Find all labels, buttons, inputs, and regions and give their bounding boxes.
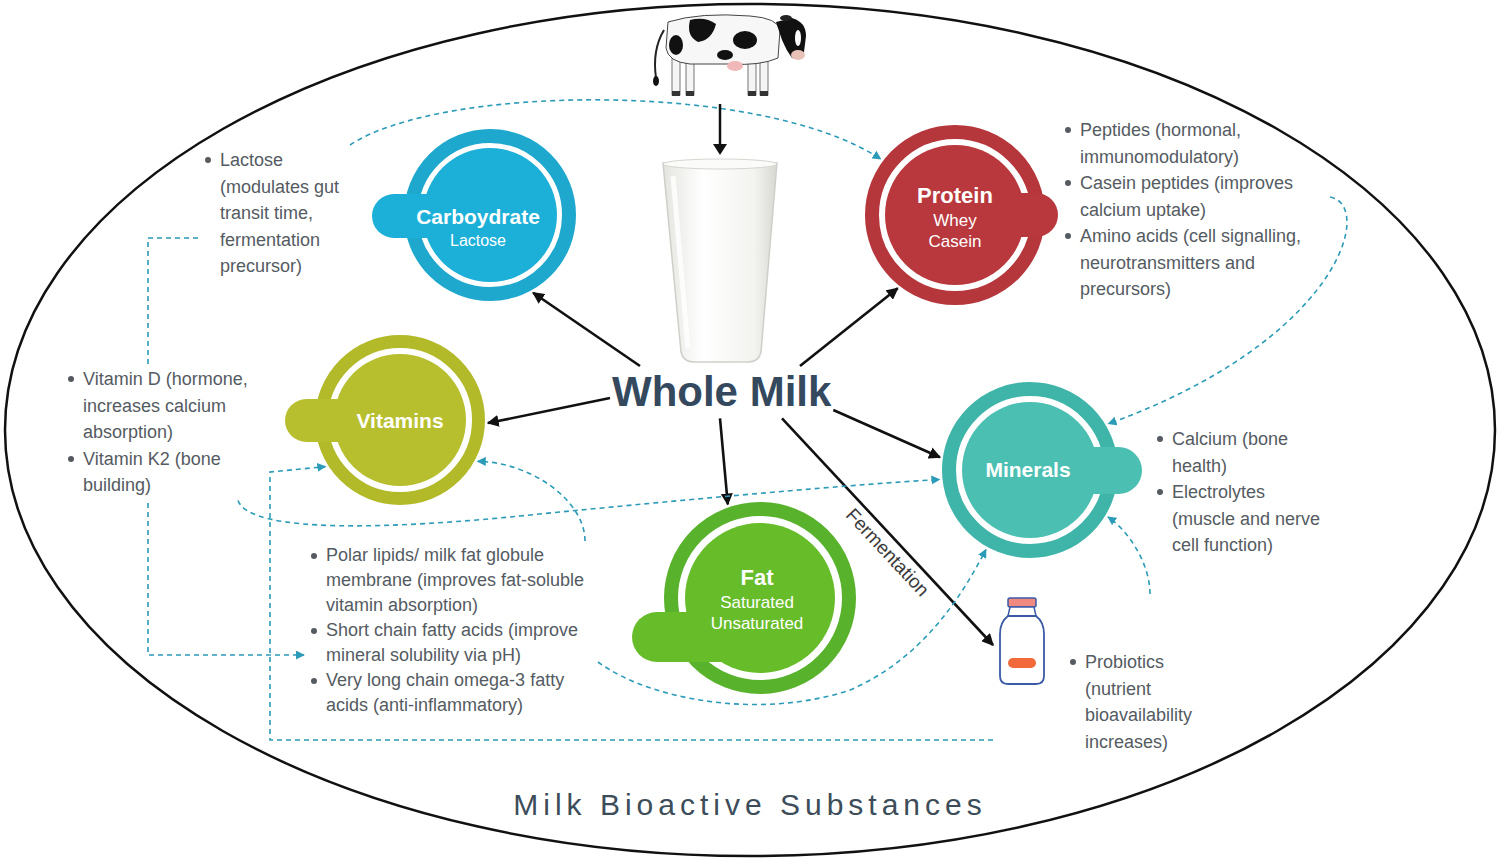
circle-subtext: Lactose (450, 231, 506, 250)
circle-heading: Minerals (985, 457, 1070, 482)
bullet-column: Peptides (hormonal, immunomodulatory)Cas… (1060, 117, 1328, 303)
bullet-text: Probiotics (nutrient bioavailability inc… (1085, 649, 1215, 755)
title-holder: Milk Bioactive Substances (0, 788, 1500, 822)
circle-ring (949, 389, 1111, 551)
nutrient-circle: Vitamins (315, 335, 485, 505)
nutrient-circle: ProteinWhey Casein (865, 125, 1045, 305)
bullet-dot (311, 628, 317, 634)
bullet-item: Electrolytes (muscle and nerve cell func… (1152, 479, 1328, 559)
bullet-item: Very long chain omega-3 fatty acids (ant… (306, 668, 596, 718)
circle-text-holder: CarboydrateLactose (416, 204, 540, 250)
bullet-item: Vitamin K2 (bone building) (63, 446, 258, 499)
bullet-list: Calcium (bone health)Electrolytes (muscl… (1152, 426, 1328, 559)
ellipse-line (5, 4, 1495, 856)
milk-glass (663, 159, 777, 362)
bullet-item: Probiotics (nutrient bioavailability inc… (1065, 649, 1215, 755)
bullet-dot (1065, 233, 1071, 239)
dashed-link (350, 100, 881, 159)
circle-heading: Carboydrate (416, 204, 540, 229)
bullet-text: Vitamin K2 (bone building) (83, 446, 258, 499)
bullet-text: Peptides (hormonal, immunomodulatory) (1080, 117, 1328, 170)
bullet-text: Calcium (bone health) (1172, 426, 1328, 479)
circle-heading: Protein (917, 183, 993, 209)
circle-text-holder: Vitamins (356, 408, 443, 433)
bullet-list: Peptides (hormonal, immunomodulatory)Cas… (1060, 117, 1328, 303)
dashed-link (270, 467, 993, 740)
region-title: Milk Bioactive Substances (513, 788, 987, 822)
bullet-column: Calcium (bone health)Electrolytes (muscl… (1152, 426, 1328, 559)
circle-heading: Vitamins (356, 408, 443, 433)
arrow-link (800, 288, 898, 366)
bullet-dot (68, 456, 74, 462)
arrow-link (533, 293, 640, 366)
bullet-column: Polar lipids/ milk fat globule membrane … (306, 543, 596, 718)
bullet-item: Polar lipids/ milk fat globule membrane … (306, 543, 596, 618)
circle-core (885, 145, 1025, 285)
bullet-column: Lactose (modulates gut transit time, fer… (200, 147, 360, 280)
dashed-link (478, 461, 585, 541)
bullet-column: Vitamin D (hormone, increases calcium ab… (63, 366, 258, 499)
circle-ring (872, 132, 1038, 298)
circle-subtext: Whey Casein (924, 212, 986, 253)
nutrient-circle: CarboydrateLactose (404, 129, 576, 301)
circle-ring (411, 136, 569, 294)
bullet-item: Casein peptides (improves calcium uptake… (1060, 170, 1328, 223)
circle-subtext: Saturated Unsaturated (701, 594, 813, 635)
bullet-item: Short chain fatty acids (improve mineral… (306, 618, 596, 668)
bullet-item: Amino acids (cell signalling, neurotrans… (1060, 223, 1328, 303)
arrow-link (720, 418, 728, 504)
nutrient-circle: FatSaturated Unsaturated (664, 502, 856, 694)
nutrient-circle: Minerals (942, 382, 1118, 558)
central-label: Whole Milk (612, 368, 831, 416)
bullet-dot (1157, 436, 1163, 442)
bullet-dot (1070, 659, 1076, 665)
bullet-item: Lactose (modulates gut transit time, fer… (200, 147, 360, 280)
dashed-link (1108, 517, 1150, 594)
bullet-dot (68, 376, 74, 382)
bullet-text: Electrolytes (muscle and nerve cell func… (1172, 479, 1328, 559)
probiotic-node: Probiotics (nutrient bioavailability inc… (995, 596, 1215, 755)
bullet-dot (205, 157, 211, 163)
circle-text-holder: ProteinWhey Casein (917, 183, 993, 252)
circle-heading: Fat (741, 565, 774, 591)
bullet-item: Calcium (bone health) (1152, 426, 1328, 479)
bullet-text: Amino acids (cell signalling, neurotrans… (1080, 223, 1328, 303)
bullet-dot (1065, 180, 1071, 186)
bullet-text: Short chain fatty acids (improve mineral… (326, 618, 596, 668)
circle-core (334, 354, 466, 486)
circle-core (685, 523, 835, 673)
circle-ring (322, 342, 479, 499)
bullet-dot (1157, 489, 1163, 495)
bullet-column: Probiotics (nutrient bioavailability inc… (1065, 649, 1215, 755)
bullet-list: Polar lipids/ milk fat globule membrane … (306, 543, 596, 718)
circle-text-holder: FatSaturated Unsaturated (701, 565, 813, 634)
bullet-dot (311, 553, 317, 559)
bullet-dot (1065, 127, 1071, 133)
bullet-list: Lactose (modulates gut transit time, fer… (200, 147, 360, 280)
arrow-link (833, 410, 940, 457)
probiotic-bottle (1000, 598, 1044, 684)
central-title: Whole Milk (612, 368, 831, 416)
bullet-list: Vitamin D (hormone, increases calcium ab… (63, 366, 258, 499)
arrow-cow-to-glass (713, 104, 727, 155)
bullet-item: Vitamin D (hormone, increases calcium ab… (63, 366, 258, 446)
circle-text-holder: Minerals (985, 457, 1070, 482)
cow-picture (653, 15, 806, 96)
circle-core (962, 402, 1098, 538)
arrow-link (488, 398, 610, 423)
bullet-item: Peptides (hormonal, immunomodulatory) (1060, 117, 1328, 170)
bullet-text: Casein peptides (improves calcium uptake… (1080, 170, 1328, 223)
bullet-text: Very long chain omega-3 fatty acids (ant… (326, 668, 596, 718)
dashed-link (238, 480, 940, 526)
bullet-dot (311, 678, 317, 684)
bullet-text: Lactose (modulates gut transit time, fer… (220, 147, 360, 280)
bullet-text: Vitamin D (hormone, increases calcium ab… (83, 366, 258, 446)
bullet-text: Polar lipids/ milk fat globule membrane … (326, 543, 596, 618)
